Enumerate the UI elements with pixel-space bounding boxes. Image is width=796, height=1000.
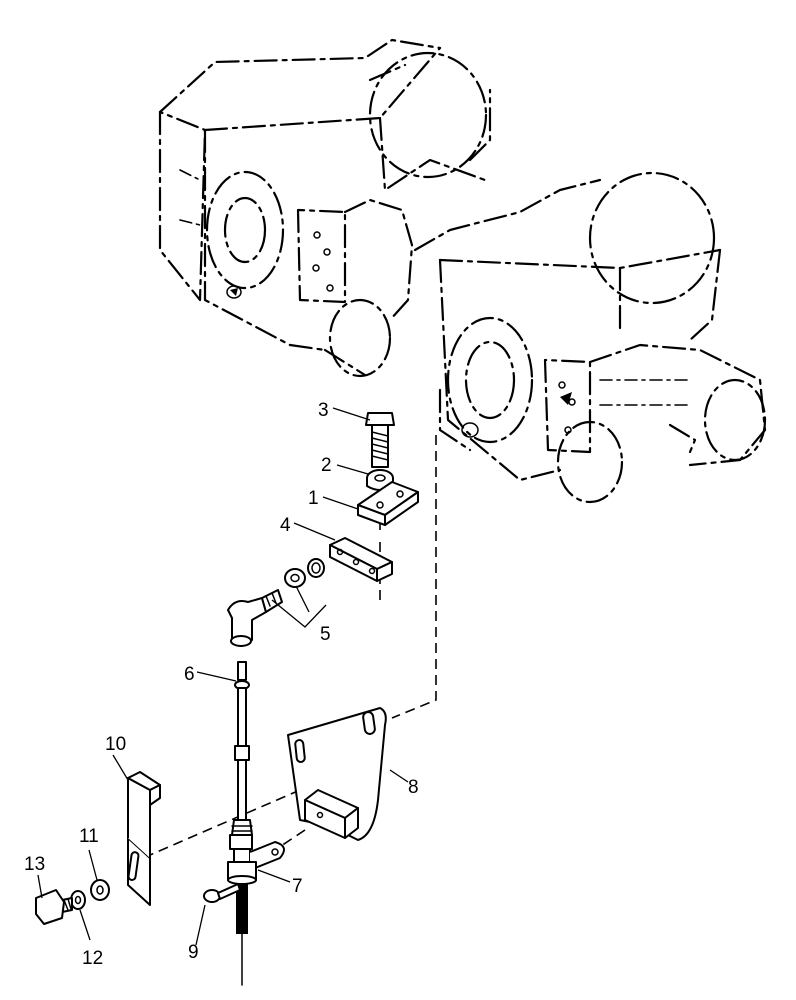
callout-5: 5 <box>320 624 331 645</box>
leader-lines <box>37 407 409 946</box>
part-9-screw <box>203 883 241 903</box>
phantom-valve-housing-lower <box>413 171 767 504</box>
callout-9: 9 <box>188 942 199 963</box>
part-5-ball-joint <box>227 558 325 647</box>
part-13-bolt <box>35 889 73 925</box>
part-10-l-bracket <box>127 771 161 906</box>
part-7-cable <box>227 745 285 986</box>
phantom-valve-housing-upper <box>158 38 492 378</box>
part-3-bolt <box>365 412 395 468</box>
part-11-washer <box>90 879 110 901</box>
callout-4: 4 <box>280 515 291 536</box>
callout-12: 12 <box>82 948 103 969</box>
part-1-plate <box>357 481 419 526</box>
callout-7: 7 <box>292 876 303 897</box>
callout-10: 10 <box>105 734 126 755</box>
callout-8: 8 <box>408 777 419 798</box>
callout-6: 6 <box>184 664 195 685</box>
callout-1: 1 <box>308 488 319 509</box>
callout-11: 11 <box>79 826 99 847</box>
part-6-rod <box>234 661 250 747</box>
callout-3: 3 <box>318 400 329 421</box>
part-8-bracket <box>287 707 387 841</box>
part-4-bar <box>329 537 393 582</box>
part-12-washer <box>70 890 86 910</box>
callout-labels: 3 2 1 4 5 6 8 10 7 11 13 9 12 <box>24 400 419 969</box>
callout-2: 2 <box>321 455 332 476</box>
callout-13: 13 <box>24 854 45 875</box>
